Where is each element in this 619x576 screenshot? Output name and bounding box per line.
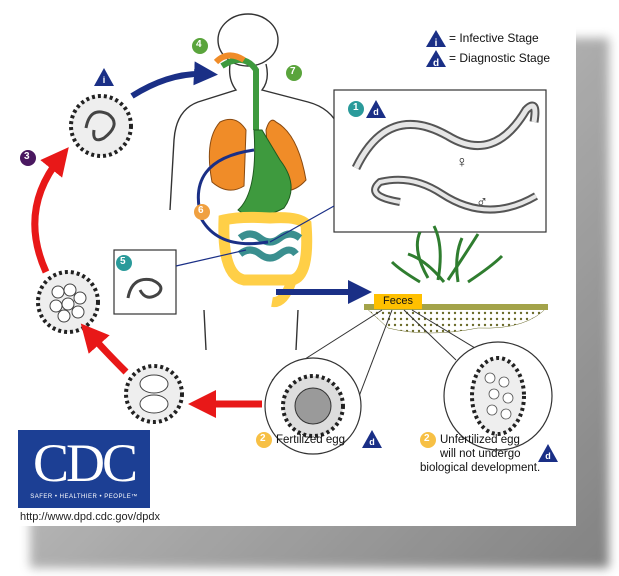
stage-1-label: 1 [353, 102, 359, 113]
cdc-tagline: SAFER • HEALTHIER • PEOPLE™ [18, 494, 150, 500]
unfertilized-caption-line1: Unfertilized egg [440, 434, 520, 446]
ingestion-arrow [132, 74, 206, 96]
arrow-to-multicell [90, 334, 126, 372]
legend: i = Infective Stage d = Diagnostic Stage [426, 28, 550, 68]
male-symbol: ♂ [476, 194, 488, 212]
cdc-logo-text: CDC [18, 432, 150, 494]
svg-text:i: i [103, 75, 106, 85]
lifecycle-diagram: i d d d 4 7 1 3 6 5 2 2 i = Infective St… [8, 10, 576, 526]
stage-5-label: 5 [120, 256, 126, 267]
grass [392, 226, 502, 282]
stage-2-label-fertilized: 2 [260, 433, 266, 444]
unfertilized-caption-line2: will not undergo [440, 448, 521, 460]
egg-multicell [38, 272, 98, 332]
legend-infective: i = Infective Stage [426, 28, 550, 48]
unfertilized-caption-line3: biological development. [420, 462, 540, 474]
diagnostic-stage-icon: d [426, 50, 446, 67]
female-symbol: ♀ [456, 154, 468, 172]
fertilized-egg-caption: Fertilized egg [276, 434, 345, 446]
stage-2-label-unfertilized: 2 [424, 433, 430, 444]
legend-infective-label: = Infective Stage [449, 29, 539, 47]
legend-diagnostic: d = Diagnostic Stage [426, 48, 550, 68]
svg-text:d: d [545, 451, 551, 461]
svg-text:d: d [373, 107, 379, 117]
stage-4-label: 4 [196, 39, 202, 50]
source-url[interactable]: http://www.dpd.cdc.gov/dpdx [20, 511, 160, 523]
feces-label: Feces [374, 294, 422, 309]
infective-stage-icon: i [426, 30, 446, 47]
arrow-to-larva-egg [35, 158, 60, 272]
svg-text:d: d [369, 437, 375, 447]
egg-embryonated-larva [71, 96, 131, 156]
stage-3-label: 3 [24, 151, 30, 162]
cdc-logo: CDC SAFER • HEALTHIER • PEOPLE™ [18, 430, 150, 508]
pointer-line-larva [176, 250, 246, 266]
small-intestine [240, 234, 300, 258]
stage-7-label: 7 [290, 66, 296, 77]
egg-two-cell [126, 366, 182, 422]
legend-diagnostic-label: = Diagnostic Stage [449, 49, 550, 67]
stage-6-label: 6 [198, 205, 204, 216]
adult-worms-box [334, 90, 546, 232]
